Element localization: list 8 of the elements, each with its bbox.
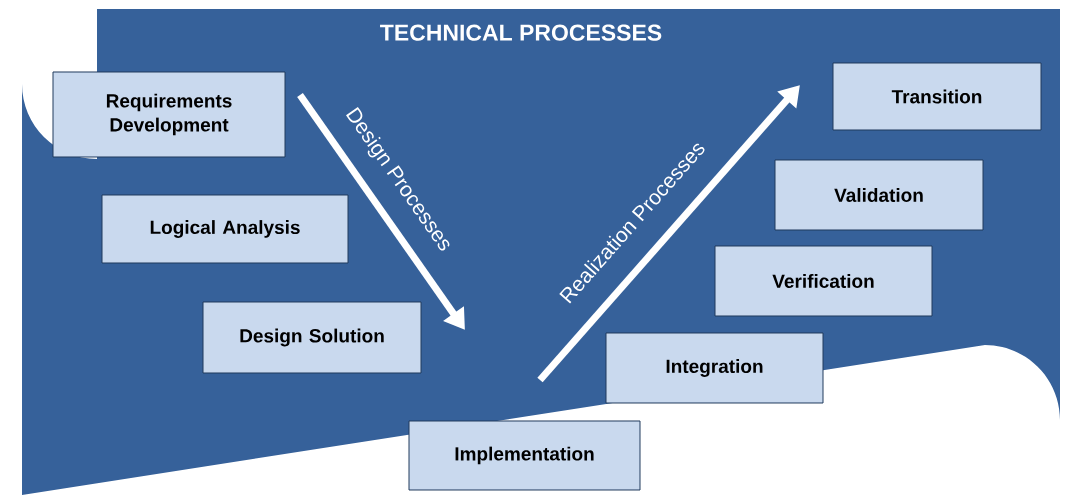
process-box: Logical Analysis [101,194,349,264]
process-box: Verification [714,245,933,317]
process-box: Validation [774,159,984,231]
process-box: Requirements Development [52,71,286,158]
process-box: Integration [605,332,824,404]
process-box: Design Solution [202,301,422,374]
process-box: Transition [832,62,1042,131]
process-box: Implementation [408,420,641,491]
